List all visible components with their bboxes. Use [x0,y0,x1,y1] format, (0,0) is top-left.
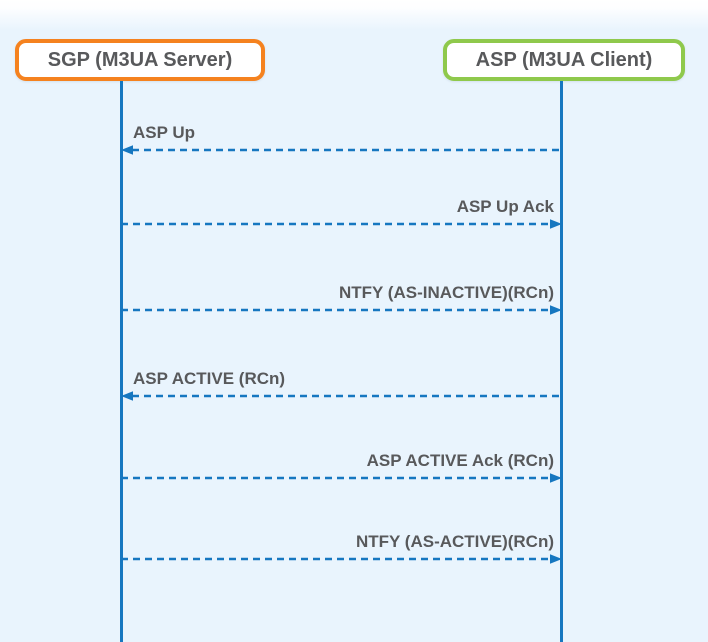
message-label: NTFY (AS-INACTIVE)(RCn) [339,283,554,302]
message-label: ASP Up [133,123,196,142]
message-row-3: NTFY (AS-INACTIVE)(RCn) [121,282,562,318]
arrowhead [121,145,133,155]
actor-label-asp: ASP (M3UA Client) [475,48,653,71]
arrowhead [550,473,562,483]
message-label: NTFY (AS-ACTIVE)(RCn) [356,532,554,551]
arrowhead [550,219,562,229]
sgp-lifeline [120,81,123,642]
arrow-to-asp [121,554,562,564]
arrowhead [550,305,562,315]
asp-lifeline [560,81,563,642]
message-row-6: NTFY (AS-ACTIVE)(RCn) [121,531,562,567]
arrow-to-asp [121,305,562,315]
message-row-1: ASP Up [121,122,562,158]
arrowhead [550,554,562,564]
arrowhead [121,391,133,401]
actor-label-sgp: SGP (M3UA Server) [47,48,233,71]
arrow-to-sgp [121,145,562,155]
arrow-to-asp [121,473,562,483]
message-label: ASP ACTIVE (RCn) [133,369,286,388]
message-row-4: ASP ACTIVE (RCn) [121,368,562,404]
arrow-to-asp [121,219,562,229]
message-row-5: ASP ACTIVE Ack (RCn) [121,450,562,486]
actor-box-sgp: SGP (M3UA Server) [15,39,265,81]
message-label: ASP ACTIVE Ack (RCn) [366,451,554,470]
message-label: ASP Up Ack [456,197,554,216]
message-row-2: ASP Up Ack [121,196,562,232]
arrow-to-sgp [121,391,562,401]
actor-box-asp: ASP (M3UA Client) [443,39,685,81]
